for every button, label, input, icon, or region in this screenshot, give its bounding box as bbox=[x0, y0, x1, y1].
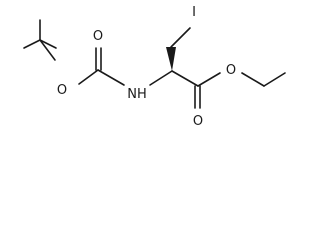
bond-tbu-to-oxygen bbox=[39, 39, 56, 61]
atom-label-nh: NH bbox=[127, 87, 147, 102]
bond-ethyl-ch2-to-ch3 bbox=[263, 72, 286, 87]
bond-oxygen-to-carbonyl bbox=[78, 69, 99, 85]
bond-ch2-to-iodine bbox=[170, 27, 191, 48]
bond-alpha-to-ester-carbon bbox=[171, 70, 199, 87]
bond-tbu-methyl-left bbox=[23, 39, 41, 49]
wedge-alpha-to-ch2 bbox=[166, 47, 176, 71]
atom-label-ester-carbonyl-oxygen: O bbox=[193, 114, 203, 129]
atom-label-ester-oxygen: O bbox=[226, 63, 236, 78]
bond-nh-to-alpha bbox=[149, 70, 173, 86]
bond-tbu-methyl-right bbox=[39, 39, 57, 49]
molecule-diagram: O O NH I O O bbox=[23, 5, 286, 129]
bond-ester-carbon-to-oxygen bbox=[197, 72, 221, 87]
bond-carbonyl-to-nh bbox=[97, 69, 125, 86]
atom-label-iodine: I bbox=[192, 5, 196, 20]
structure-canvas: O O NH I O O bbox=[23, 5, 286, 129]
atom-label-boc-carbonyl-oxygen: O bbox=[93, 29, 103, 44]
atom-label-boc-ester-oxygen: O bbox=[57, 83, 67, 98]
bond-oxygen-to-ethyl bbox=[241, 72, 265, 87]
